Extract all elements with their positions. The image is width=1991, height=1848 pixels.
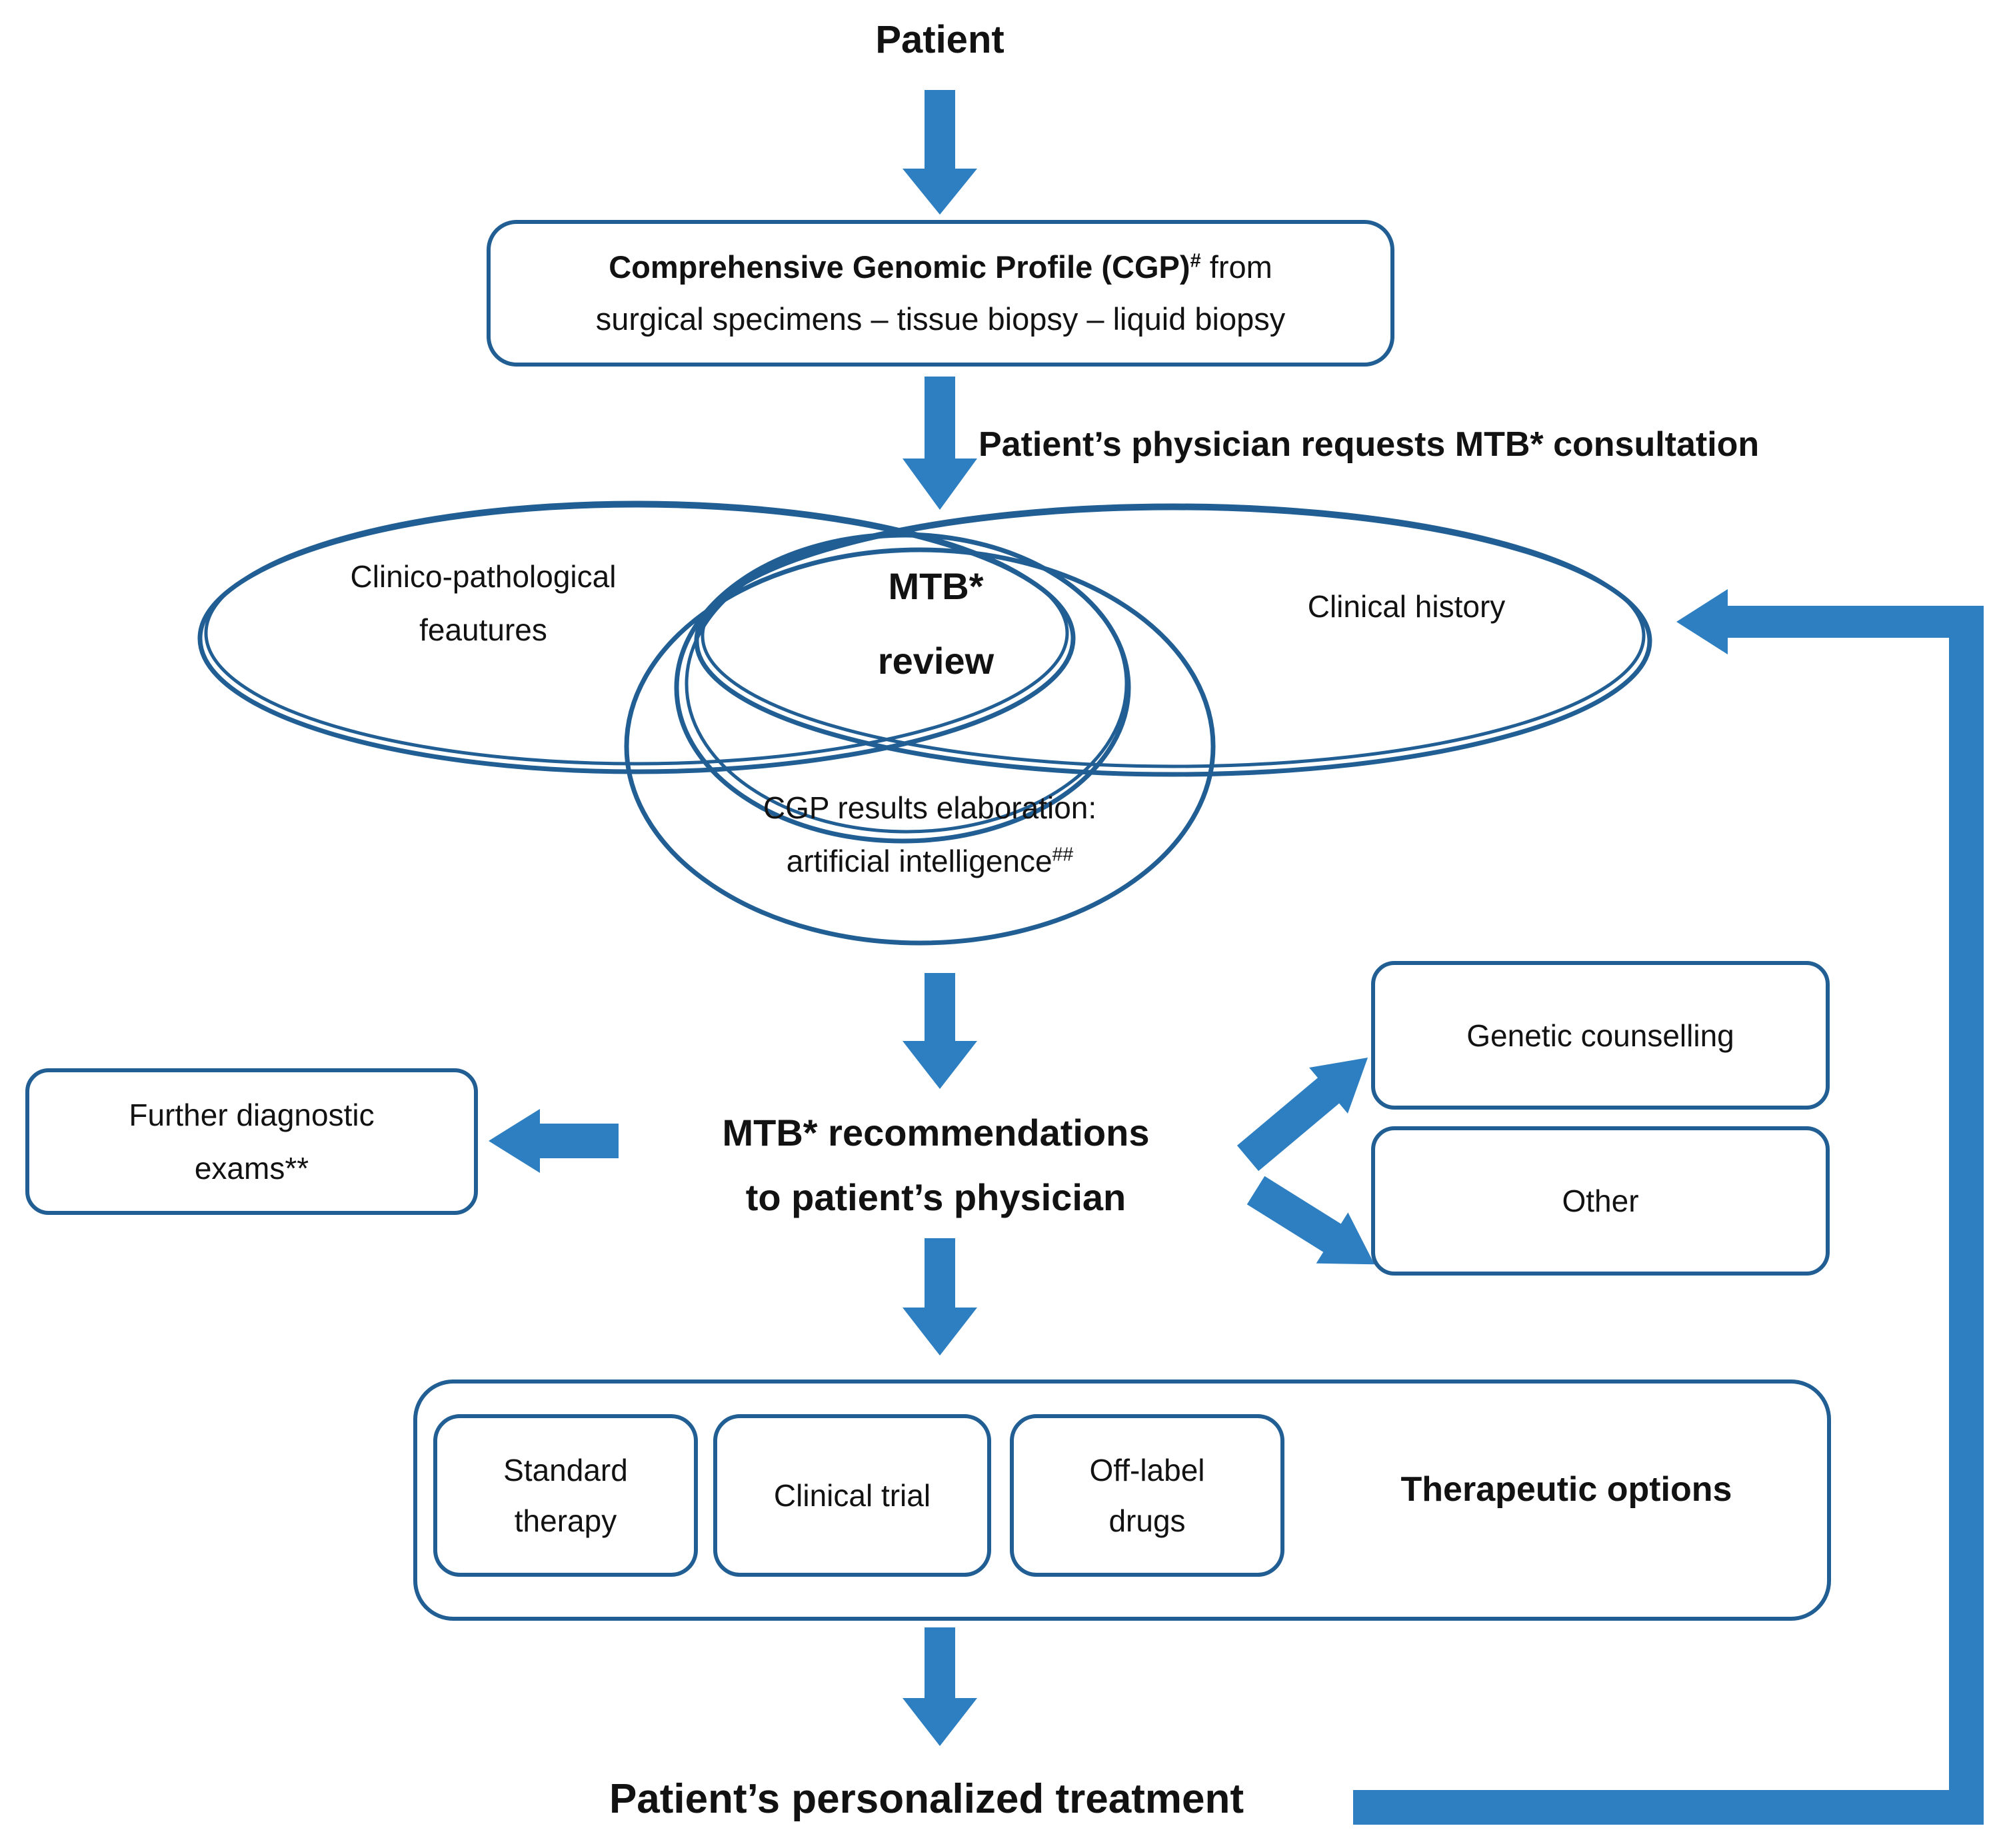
venn-left-label: Clinico-pathological feautures — [250, 550, 717, 656]
further-exams-box: Further diagnostic exams** — [25, 1068, 478, 1215]
venn-circle-center-inner — [685, 534, 1128, 834]
cgp-box-line1-bold: Comprehensive Genomic Profile (CGP) — [609, 249, 1190, 285]
venn-bottom-label-line2-text: artificial intelligence — [786, 844, 1052, 878]
venn-bottom-label-line1: CGP results elaboration: — [763, 790, 1097, 825]
off-label-line1: Off-label — [1089, 1453, 1205, 1487]
genetic-counselling-box: Genetic counselling — [1371, 961, 1830, 1110]
arrow-downright-to-other-icon — [1246, 1176, 1375, 1265]
venn-hash-superscript: ## — [1052, 844, 1074, 866]
venn-center-label-line1: MTB* — [888, 565, 984, 607]
standard-therapy-line1: Standard — [503, 1453, 628, 1487]
venn-ellipse-right-inner — [701, 503, 1646, 768]
venn-ellipse-left-inner — [204, 500, 1069, 766]
venn-ellipse-left — [197, 502, 1076, 774]
standard-therapy-line2: therapy — [514, 1503, 617, 1538]
clinical-trial-box: Clinical trial — [713, 1414, 991, 1577]
recommendations-label: MTB* recommendations to patient’s physic… — [669, 1100, 1202, 1230]
cgp-hash-superscript: # — [1190, 250, 1201, 272]
arrow-upright-to-genetic-counselling-icon — [1236, 1057, 1368, 1172]
arrow-down-patient-to-cgp-icon — [903, 90, 977, 215]
consultation-label: Patient’s physician requests MTB* consul… — [979, 425, 1760, 464]
other-box: Other — [1371, 1126, 1830, 1276]
cgp-box: Comprehensive Genomic Profile (CGP)# fro… — [487, 220, 1394, 367]
off-label-drugs-box: Off-label drugs — [1010, 1414, 1284, 1577]
venn-center-label: MTB* review — [736, 549, 1136, 698]
cgp-box-line2: surgical specimens – tissue biopsy – liq… — [595, 301, 1286, 337]
recommendations-line2: to patient’s physician — [745, 1176, 1126, 1218]
treatment-title: Patient’s personalized treatment — [609, 1776, 1244, 1822]
arrow-left-to-further-exams-icon — [489, 1109, 619, 1173]
arrow-down-recommendations-to-therapeutic-icon — [903, 1238, 977, 1356]
standard-therapy-box: Standard therapy — [433, 1414, 698, 1577]
cgp-box-line1-regular: from — [1200, 249, 1272, 285]
patient-title: Patient — [875, 18, 1004, 61]
recommendations-line1: MTB* recommendations — [722, 1112, 1150, 1154]
further-exams-line2: exams** — [194, 1151, 309, 1186]
therapeutic-options-title: Therapeutic options — [1400, 1470, 1732, 1509]
cgp-box-line1: Comprehensive Genomic Profile (CGP)# fro… — [609, 241, 1272, 293]
venn-ellipse-bottom — [624, 547, 1216, 946]
venn-left-label-line2: feautures — [419, 612, 547, 647]
arrow-down-therapeutic-to-treatment-icon — [903, 1627, 977, 1746]
venn-right-label: Clinical history — [1307, 589, 1506, 624]
venn-left-label-line1: Clinico-pathological — [350, 559, 617, 594]
off-label-line2: drugs — [1108, 1503, 1186, 1538]
venn-bottom-label-line2: artificial intelligence## — [697, 834, 1163, 888]
arrow-down-cgp-to-mtb-review-icon — [903, 377, 977, 510]
arrow-down-mtb-review-to-recommendations-icon — [903, 973, 977, 1089]
further-exams-line1: Further diagnostic — [129, 1098, 375, 1132]
venn-bottom-label: CGP results elaboration: artificial inte… — [697, 781, 1163, 888]
venn-center-label-line2: review — [877, 640, 995, 682]
